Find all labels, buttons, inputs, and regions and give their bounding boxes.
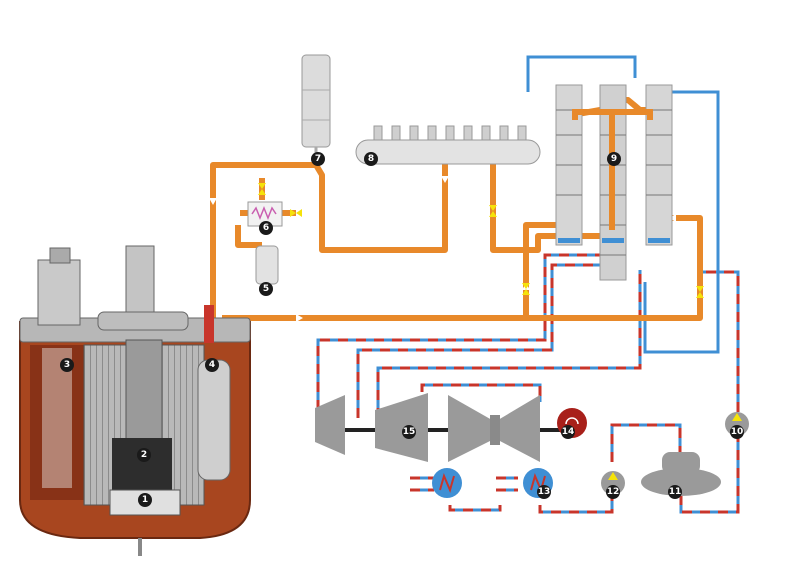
component-5-pump (255, 245, 279, 285)
svg-text:6: 6 (263, 223, 269, 233)
svg-text:12: 12 (607, 487, 620, 497)
svg-text:5: 5 (263, 284, 269, 294)
svg-text:13: 13 (538, 487, 551, 497)
marker-4: 4 (205, 358, 219, 372)
marker-9: 9 (607, 152, 621, 166)
marker-13: 13 (537, 485, 551, 499)
svg-text:14: 14 (562, 427, 575, 437)
turbine-set (315, 393, 560, 462)
svg-text:2: 2 (141, 450, 147, 460)
marker-1: 1 (138, 493, 152, 507)
component-8-header (355, 125, 541, 165)
marker-14: 14 (561, 425, 575, 439)
primary-loop-pipes (210, 97, 703, 321)
marker-10: 10 (730, 425, 744, 439)
marker-3: 3 (60, 358, 74, 372)
component-11-deaerator (641, 452, 721, 496)
component-7-tank (301, 54, 331, 162)
secondary-loop-pipes (316, 55, 740, 514)
svg-text:4: 4 (209, 360, 215, 370)
marker-6: 6 (259, 221, 273, 235)
svg-text:9: 9 (611, 154, 617, 164)
svg-text:3: 3 (64, 360, 70, 370)
marker-8: 8 (364, 152, 378, 166)
marker-11: 11 (668, 485, 682, 499)
marker-2: 2 (137, 448, 151, 462)
svg-text:15: 15 (403, 427, 416, 437)
svg-text:10: 10 (731, 427, 744, 437)
svg-text:1: 1 (142, 495, 148, 505)
component-13-condensers (432, 468, 553, 498)
marker-12: 12 (606, 485, 620, 499)
marker-5: 5 (259, 282, 273, 296)
primary-flow-arrows (209, 176, 676, 322)
svg-text:7: 7 (315, 154, 321, 164)
component-9-steam-generator (555, 84, 673, 281)
number-markers: 1 2 3 4 5 6 7 8 9 10 11 12 13 14 15 (60, 152, 744, 507)
marker-15: 15 (402, 425, 416, 439)
svg-text:8: 8 (368, 154, 374, 164)
svg-text:11: 11 (669, 487, 682, 497)
marker-7: 7 (311, 152, 325, 166)
primary-valves (258, 183, 704, 298)
